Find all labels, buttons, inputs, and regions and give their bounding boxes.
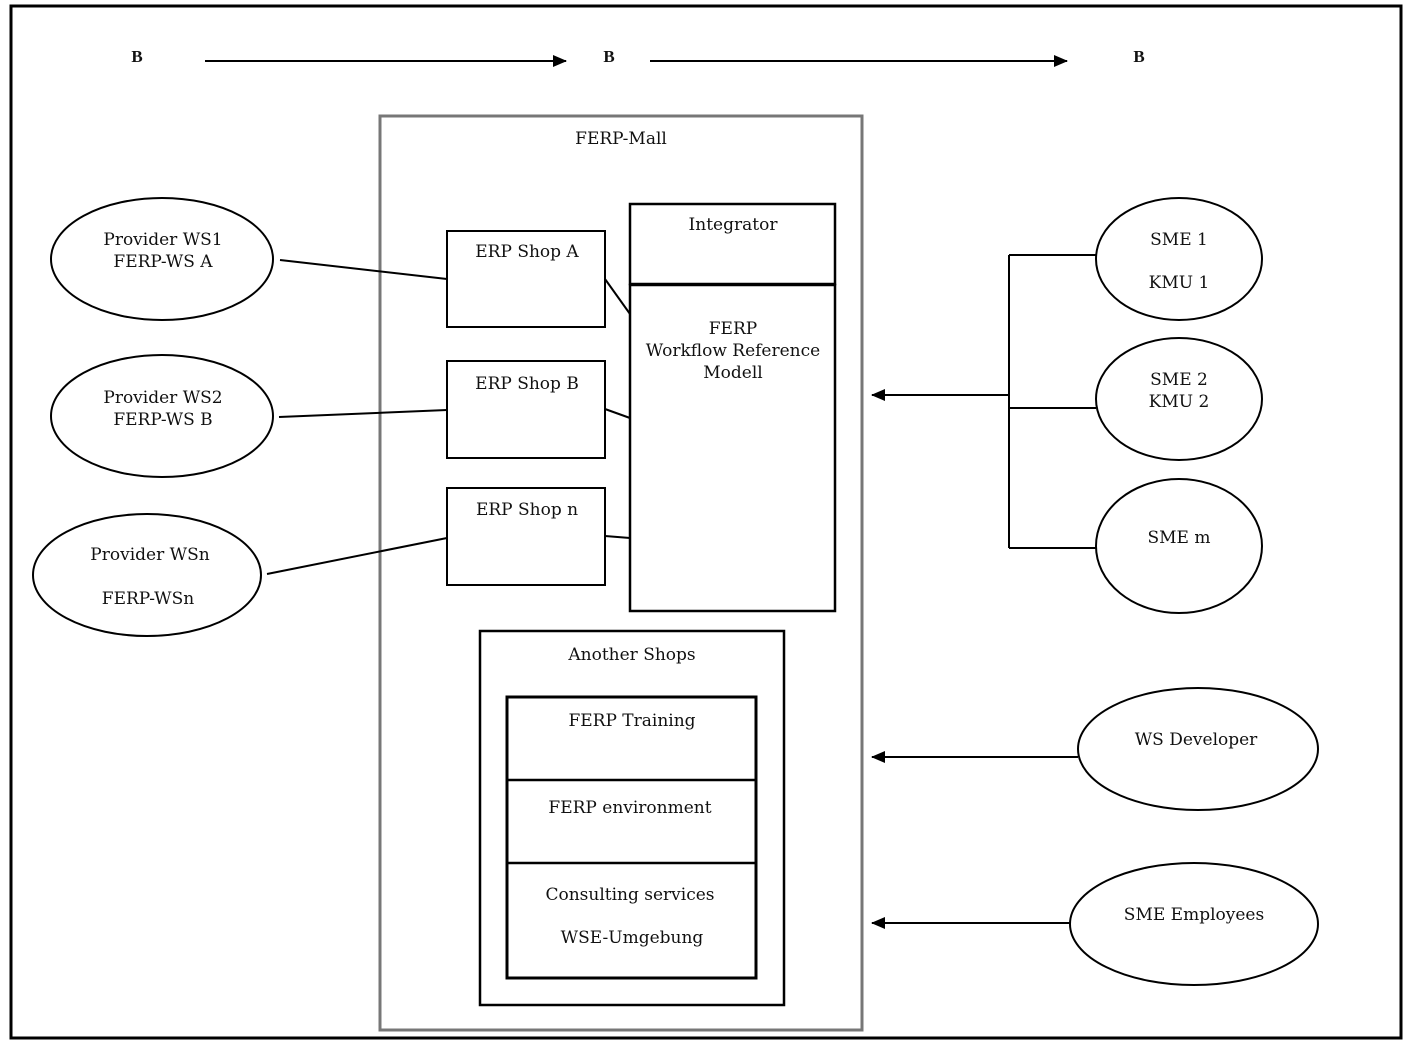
b-label-right: B xyxy=(1133,47,1144,66)
provider-ws2-ellipse xyxy=(50,354,274,478)
sme-2-line-1: SME 2 xyxy=(1150,370,1208,390)
erp-shop-b-label: ERP Shop B xyxy=(475,374,579,394)
ferp-mall-box xyxy=(378,114,864,1032)
provider-wsn-ellipse xyxy=(32,513,262,637)
wse-umgebung-label: WSE-Umgebung xyxy=(561,928,704,948)
connector-ws2-shop-b xyxy=(278,409,448,418)
provider-wsn-line-2: FERP-WSn xyxy=(102,589,194,609)
sme-m-label: SME m xyxy=(1148,528,1211,548)
connector-ws1-shop-a xyxy=(279,259,448,280)
sme-1-line-2: KMU 1 xyxy=(1149,273,1210,293)
workflow-line-3: Modell xyxy=(703,363,762,383)
provider-ws1-line-1: Provider WS1 xyxy=(103,230,222,250)
connector-shop-b-workflow xyxy=(604,408,631,419)
ws-developer-ellipse xyxy=(1077,687,1319,811)
ferp-environment-label: FERP environment xyxy=(548,798,711,818)
provider-ws2-line-2: FERP-WS B xyxy=(113,410,212,430)
services-stack-box xyxy=(505,695,758,980)
another-shops-title: Another Shops xyxy=(567,645,695,665)
another-shops-box xyxy=(478,629,786,1007)
provider-ws1-line-2: FERP-WS A xyxy=(113,252,213,272)
connector-wsn-shop-n xyxy=(266,537,448,575)
ws-developer-label: WS Developer xyxy=(1135,730,1258,750)
sme-2-line-2: KMU 2 xyxy=(1149,392,1210,412)
erp-shop-n-label: ERP Shop n xyxy=(476,500,578,520)
sme-2-ellipse xyxy=(1095,337,1263,461)
ferp-training-label: FERP Training xyxy=(568,711,695,731)
outer-frame xyxy=(9,4,1403,1040)
sme-1-line-1: SME 1 xyxy=(1150,230,1208,250)
erp-shop-a-label: ERP Shop A xyxy=(475,242,579,262)
workflow-line-2: Workflow Reference xyxy=(646,341,820,361)
connector-shop-a-workflow xyxy=(604,278,631,315)
connector-shop-n-workflow xyxy=(604,535,631,539)
provider-wsn-line-1: Provider WSn xyxy=(90,545,209,565)
sme-employees-label: SME Employees xyxy=(1124,905,1264,925)
b-label-middle: B xyxy=(603,47,614,66)
b-label-left: B xyxy=(131,47,142,66)
ferp-mall-title: FERP-Mall xyxy=(575,129,667,149)
workflow-box xyxy=(628,283,837,613)
provider-ws2-line-1: Provider WS2 xyxy=(103,388,222,408)
sme-m-ellipse xyxy=(1095,478,1263,614)
sme-1-ellipse xyxy=(1095,197,1263,321)
workflow-line-1: FERP xyxy=(709,319,757,339)
integrator-label: Integrator xyxy=(689,215,779,235)
consulting-services-label: Consulting services xyxy=(545,885,714,905)
provider-ws1-ellipse xyxy=(50,197,274,321)
